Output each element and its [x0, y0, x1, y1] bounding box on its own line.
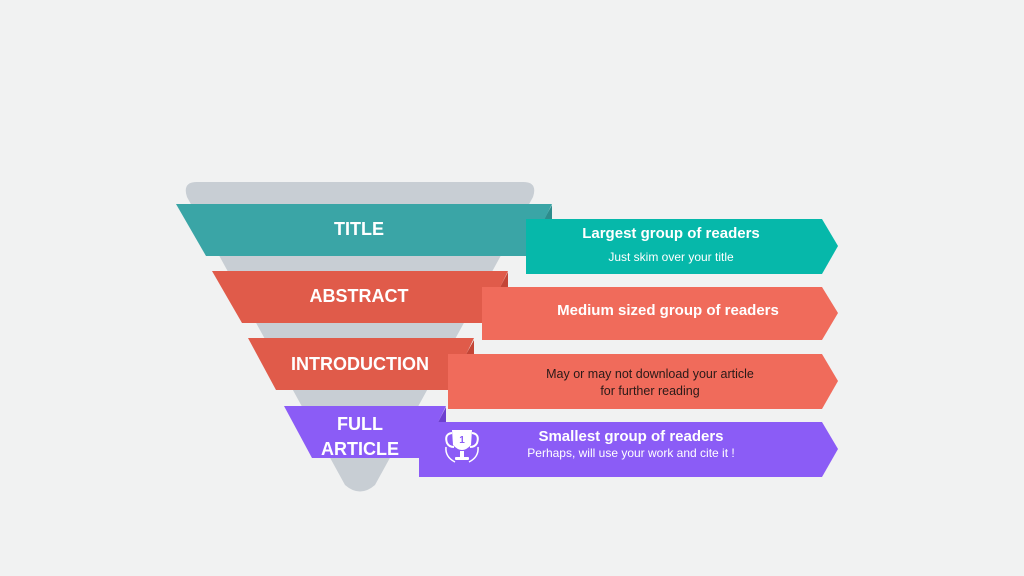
- title-heading: Largest group of readers: [582, 225, 760, 242]
- intro-note-line2: for further reading: [600, 384, 700, 398]
- full-article-label-line1: FULL: [337, 414, 383, 434]
- abstract-label: ABSTRACT: [309, 286, 409, 306]
- intro-arrow: [448, 354, 838, 409]
- full-article-arrow: [419, 422, 838, 477]
- trophy-icon: 1: [445, 430, 479, 463]
- title-label: TITLE: [334, 219, 384, 239]
- title-band: [176, 204, 552, 256]
- abstract-arrow: [482, 287, 838, 340]
- title-arrow: [526, 219, 838, 274]
- full-article-heading: Smallest group of readers: [538, 428, 724, 445]
- full-article-band: [284, 406, 446, 458]
- full-article-label-line2: ARTICLE: [321, 439, 399, 459]
- introduction-label: INTRODUCTION: [291, 354, 429, 374]
- abstract-band: [212, 271, 508, 323]
- funnel-body: [185, 182, 535, 492]
- intro-band: [248, 338, 474, 390]
- trophy-rank-text: 1: [459, 435, 465, 446]
- abstract-heading: Medium sized group of readers: [557, 302, 779, 319]
- full-article-note: Perhaps, will use your work and cite it …: [527, 446, 735, 460]
- intro-note-line1: May or may not download your article: [546, 367, 754, 381]
- title-note: Just skim over your title: [608, 250, 734, 264]
